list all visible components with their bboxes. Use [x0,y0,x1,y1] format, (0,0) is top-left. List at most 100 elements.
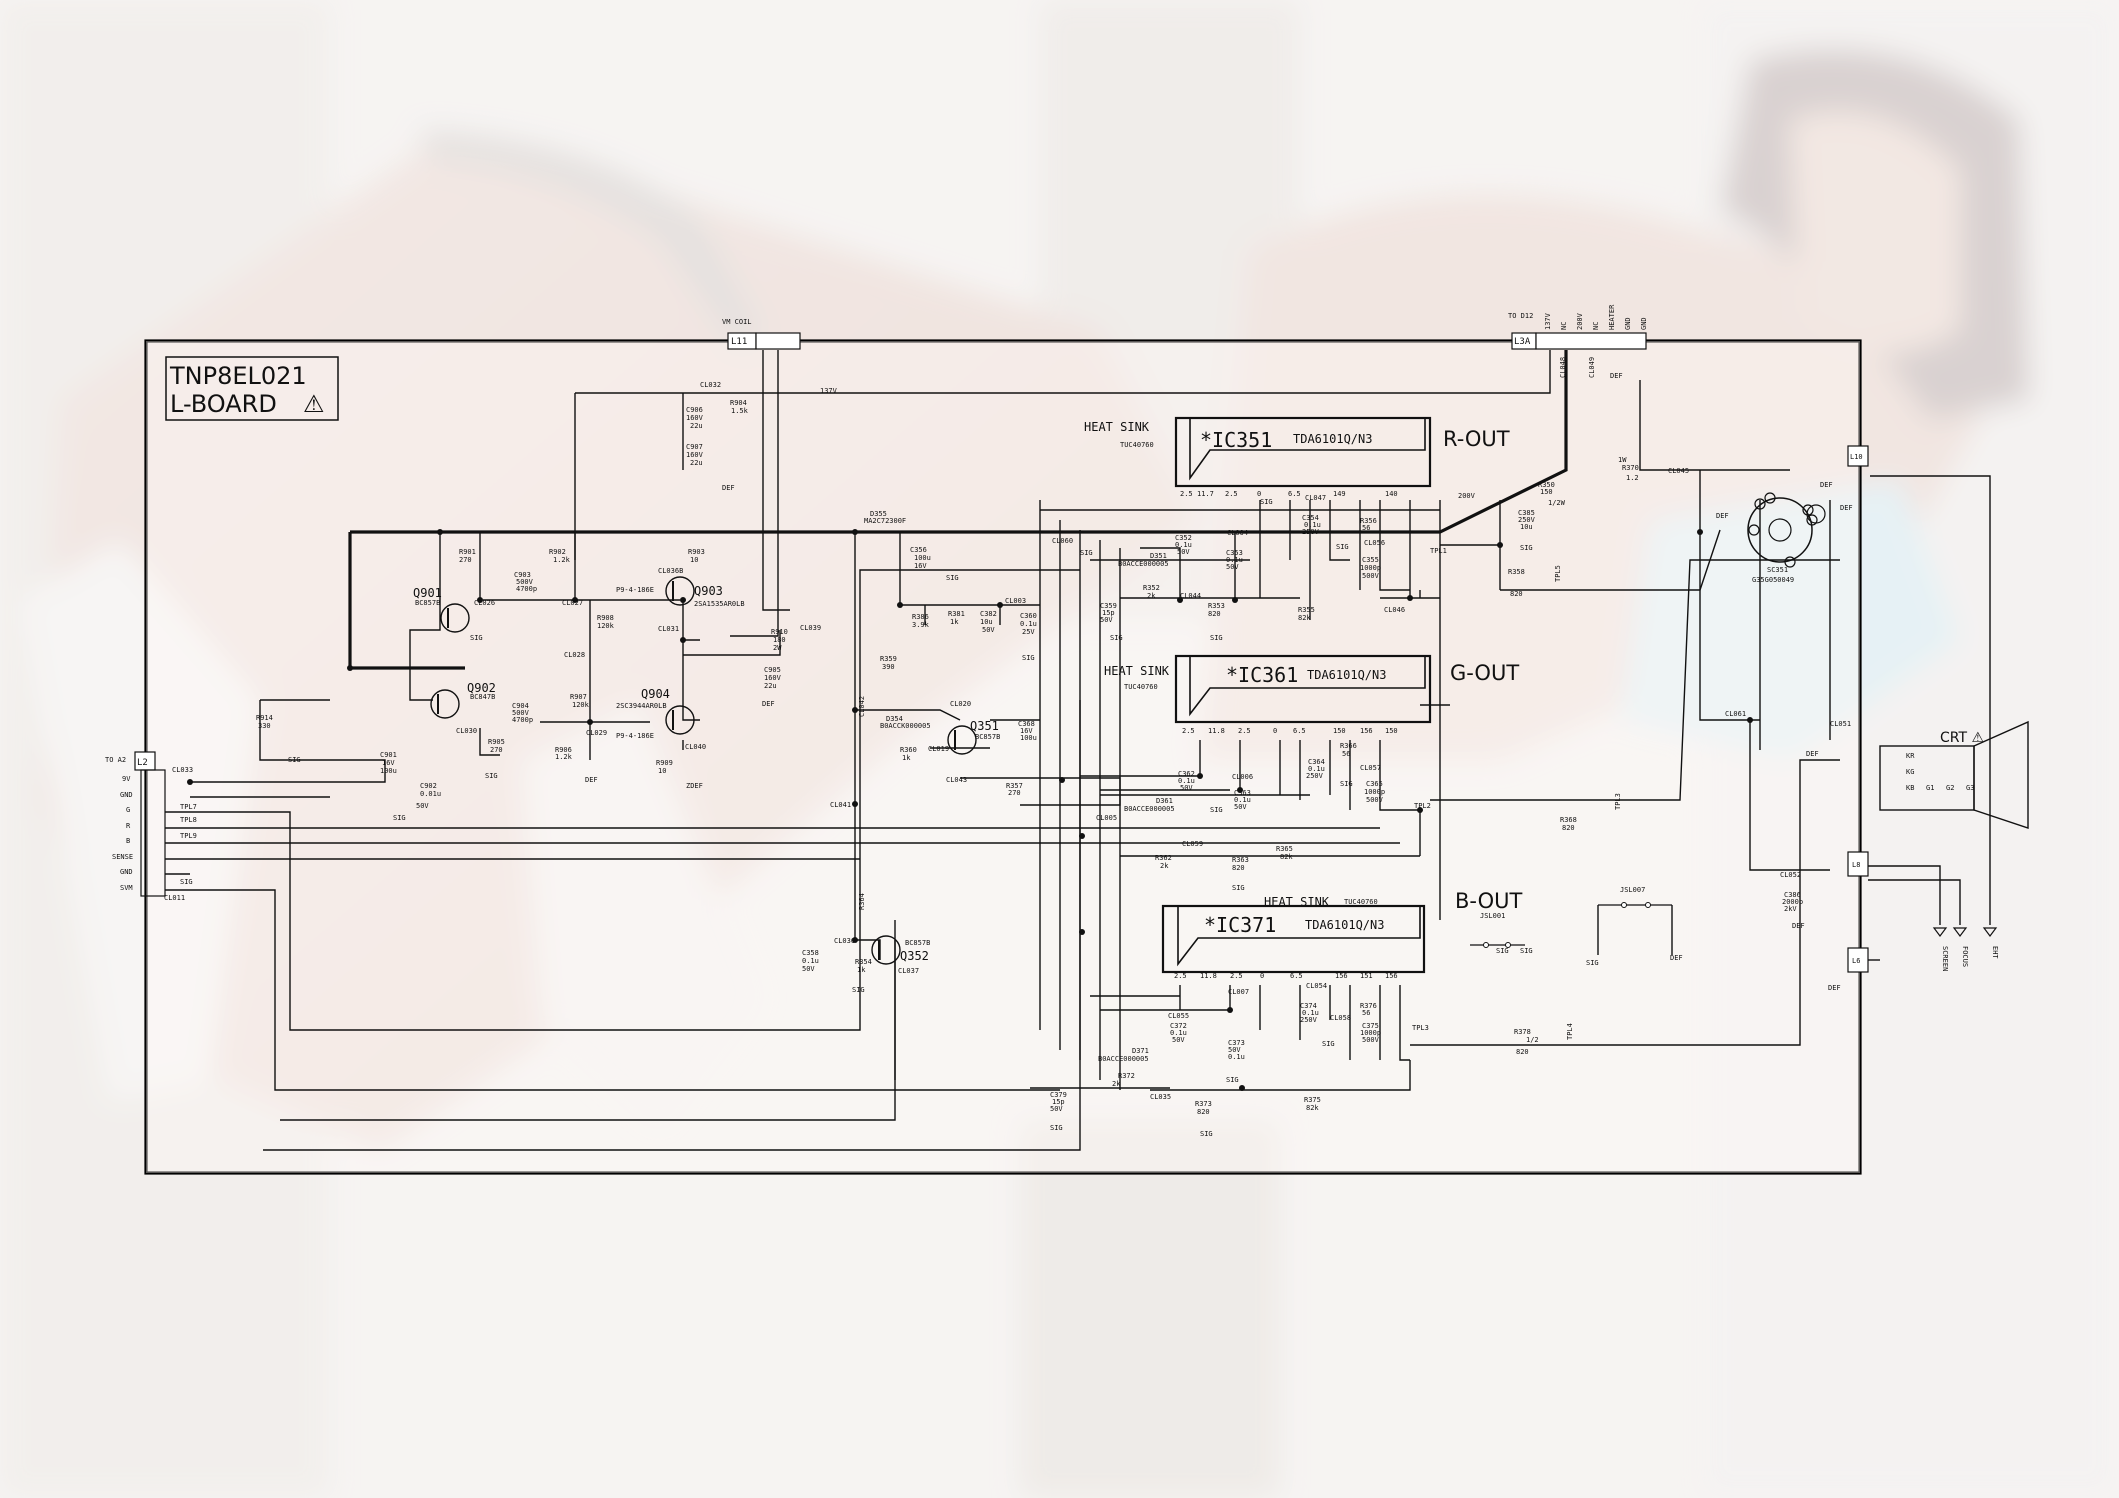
svg-text:2000p: 2000p [1782,898,1803,906]
svg-text:100u: 100u [380,767,397,775]
svg-text:SIG: SIG [1210,634,1223,642]
svg-text:SIG: SIG [852,986,865,994]
svg-text:R355: R355 [1298,606,1315,614]
svg-text:2.5: 2.5 [1230,972,1243,980]
svg-text:2.5: 2.5 [1225,490,1238,498]
svg-text:HEATER: HEATER [1608,304,1616,330]
ic371-block: *IC371 TDA6101Q/N3 B-OUT HEAT SINK TUC40… [1161,889,1522,980]
svg-text:DEF: DEF [1828,984,1841,992]
svg-text:CL045: CL045 [1668,467,1689,475]
svg-text:0.1u: 0.1u [1020,620,1037,628]
svg-text:CL029: CL029 [586,729,607,737]
transistor-q903: Q903 2SA1535AR0LB P9-4-186E [616,576,745,608]
svg-text:ZDEF: ZDEF [686,782,703,790]
svg-text:C365: C365 [1366,780,1383,788]
connector-l10: L10 [1847,445,1869,467]
svg-text:1k: 1k [950,618,959,626]
svg-text:0.1u: 0.1u [1234,796,1251,804]
svg-text:0.1u: 0.1u [1228,1053,1245,1061]
svg-text:CL004: CL004 [1227,529,1248,537]
svg-text:CL059: CL059 [1182,840,1203,848]
svg-text:200V: 200V [1576,312,1584,330]
svg-text:160V: 160V [764,674,782,682]
svg-text:1W: 1W [1618,456,1627,464]
svg-text:C354: C354 [1302,514,1319,522]
svg-text:0.1u: 0.1u [1304,521,1321,529]
svg-text:CL036B: CL036B [658,567,683,575]
svg-text:22u: 22u [690,459,703,467]
svg-text:2SA1535AR0LB: 2SA1535AR0LB [694,600,745,608]
svg-text:C385: C385 [1518,509,1535,517]
svg-text:1/2: 1/2 [1526,1036,1539,1044]
svg-text:3.9k: 3.9k [912,621,930,629]
svg-text:JSL001: JSL001 [1480,912,1505,920]
svg-text:15p: 15p [1102,609,1115,617]
svg-text:120k: 120k [597,622,615,630]
svg-text:CL026: CL026 [474,599,495,607]
svg-text:VM COIL: VM COIL [722,318,752,326]
svg-text:C364: C364 [1308,758,1325,766]
svg-text:50V: 50V [1177,548,1190,556]
ic371-ref: *IC371 [1204,913,1276,937]
warning-icon: ⚠ [303,390,325,418]
svg-text:56: 56 [1362,1009,1370,1017]
crt-label: CRT ⚠ [1940,730,1984,746]
svg-text:100u: 100u [914,554,931,562]
svg-text:TPL2: TPL2 [1414,802,1431,810]
svg-text:500V: 500V [1366,796,1384,804]
svg-text:0.1u: 0.1u [1308,765,1325,773]
svg-text:250V: 250V [1306,772,1324,780]
svg-text:50V: 50V [1172,1036,1185,1044]
svg-text:0: 0 [1273,727,1277,735]
svg-text:R372: R372 [1118,1072,1135,1080]
svg-text:CL052: CL052 [1780,871,1801,879]
svg-text:R904: R904 [730,399,747,407]
svg-text:CL054: CL054 [1306,982,1327,990]
svg-text:R909: R909 [656,759,673,767]
svg-text:R359: R359 [880,655,897,663]
svg-text:200V: 200V [1458,492,1476,500]
ic351-part: TDA6101Q/N3 [1293,432,1372,446]
svg-text:L6: L6 [1852,957,1860,965]
svg-text:SIG: SIG [1340,780,1353,788]
svg-text:DEF: DEF [1610,372,1623,380]
svg-text:CL037: CL037 [898,967,919,975]
svg-text:L3A: L3A [1514,337,1531,347]
transistor-q901: Q901 BC857B [413,586,470,633]
svg-text:10: 10 [658,767,666,775]
svg-text:1/2W: 1/2W [1548,499,1566,507]
svg-text:CL003: CL003 [1005,597,1026,605]
svg-text:GND: GND [1624,317,1632,330]
svg-text:D351: D351 [1150,552,1167,560]
svg-text:50V: 50V [982,626,995,634]
svg-text:9V: 9V [122,775,131,783]
svg-text:156: 156 [1360,727,1373,735]
svg-text:L11: L11 [731,337,747,347]
svg-text:C902: C902 [420,782,437,790]
svg-text:SIG: SIG [1586,959,1599,967]
svg-text:1.2: 1.2 [1626,474,1639,482]
svg-text:SIG: SIG [1022,654,1035,662]
svg-text:L10: L10 [1850,453,1863,461]
svg-text:D361: D361 [1156,797,1173,805]
ic361-ref: *IC361 [1226,663,1298,687]
svg-text:R360: R360 [900,746,917,754]
connector-l11: L11 VM COIL [722,318,801,350]
svg-text:120k: 120k [572,701,590,709]
svg-text:R: R [126,822,131,830]
svg-text:C382: C382 [980,610,997,618]
ic371-sink-part: TUC40760 [1344,898,1378,906]
svg-text:10u: 10u [1520,523,1533,531]
ic361-sink-part: TUC40760 [1124,683,1158,691]
svg-text:C356: C356 [910,546,927,554]
svg-text:C359: C359 [1100,602,1117,610]
svg-text:CL047: CL047 [1305,494,1326,502]
svg-text:160V: 160V [686,414,704,422]
svg-text:50V: 50V [1100,616,1113,624]
svg-text:DEF: DEF [1806,750,1819,758]
svg-text:CL048: CL048 [1559,357,1567,378]
svg-text:C373: C373 [1228,1039,1245,1047]
svg-text:D354: D354 [886,715,903,723]
svg-text:56: 56 [1362,524,1370,532]
svg-text:R356: R356 [1360,517,1377,525]
